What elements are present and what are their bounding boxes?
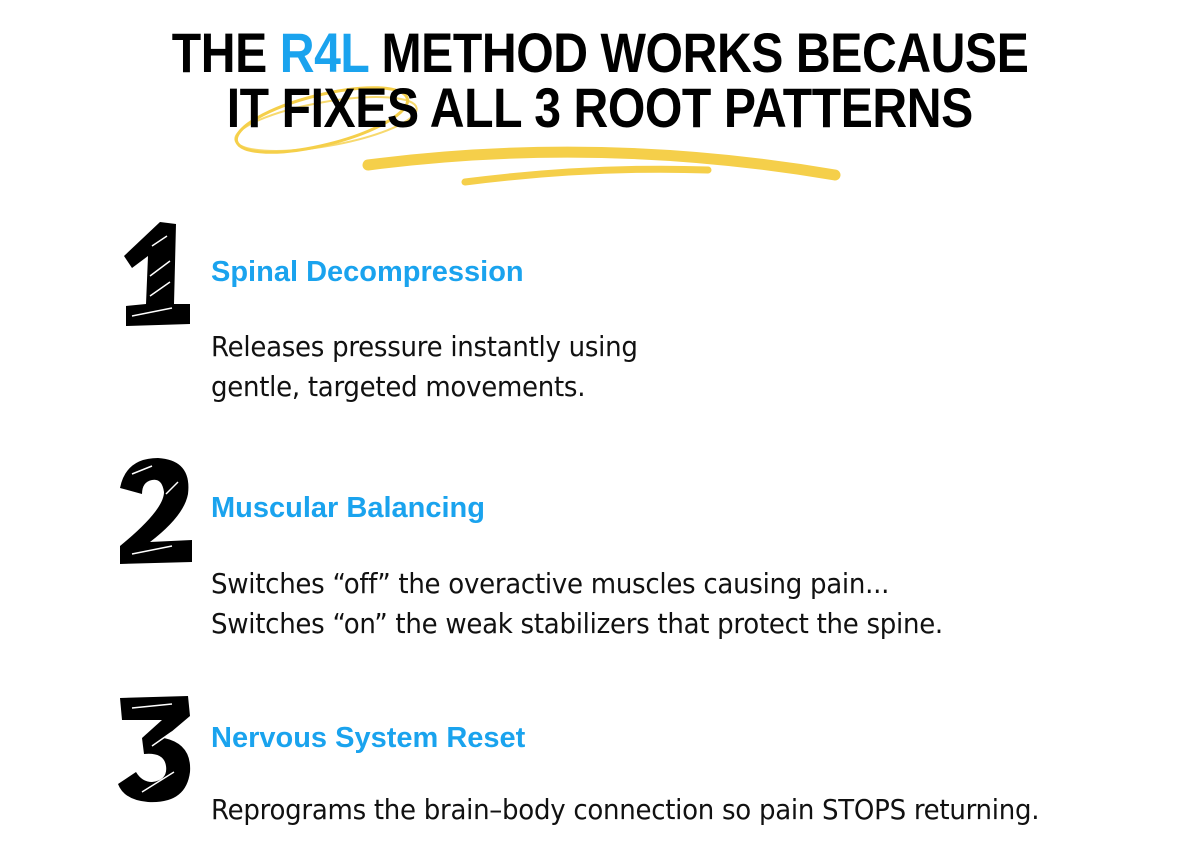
item-heading-nervous-system-reset: Nervous System Reset	[211, 722, 526, 754]
yellow-brush-underline-decoration	[234, 86, 841, 186]
item-heading-muscular-balancing: Muscular Balancing	[211, 492, 485, 524]
item-description-2: Switches “off” the overactive muscles ca…	[211, 567, 943, 640]
item-description-1: Releases pressure instantly using gentle…	[211, 330, 638, 403]
number-two-icon	[112, 454, 198, 569]
item-description-3: Reprograms the brain–body connection so …	[211, 793, 1040, 826]
item-heading-spinal-decompression: Spinal Decompression	[211, 256, 524, 288]
number-three-icon	[112, 692, 198, 807]
page-title-line-2: IT FIXES ALL 3 ROOT PATTERNS	[226, 76, 974, 139]
page-title-line-1: THE R4L METHOD WORKS BECAUSE	[171, 21, 1029, 84]
title-accent-r4l: R4L	[279, 21, 369, 84]
number-one-icon	[112, 216, 198, 331]
